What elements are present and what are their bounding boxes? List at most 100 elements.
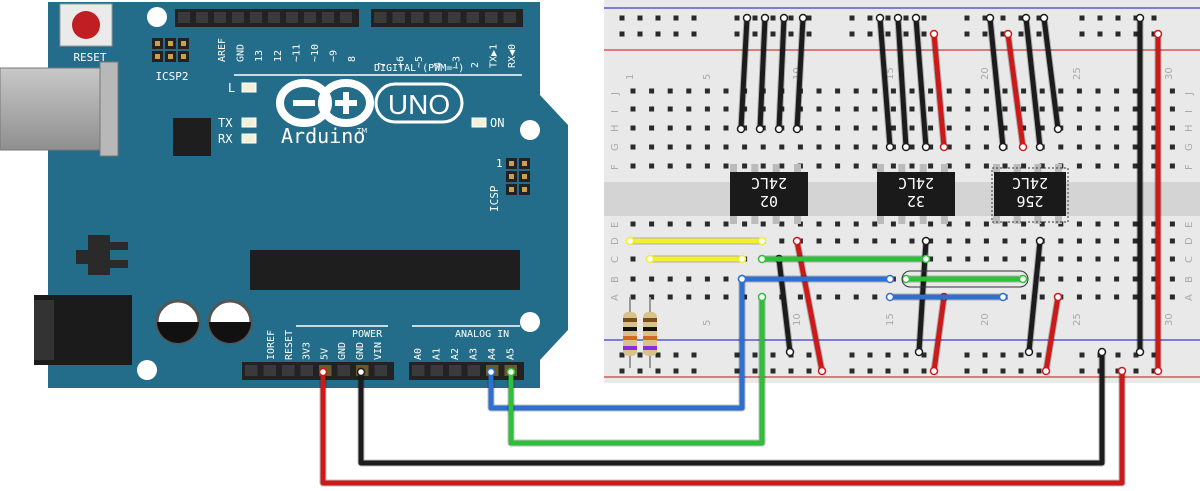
icsp-pin-contact (181, 41, 186, 46)
breadboard-hole (1039, 106, 1045, 112)
digital-pin-label: 13 (254, 50, 265, 62)
digital-pin-label: ~9 (329, 50, 340, 62)
breadboard-hole (1021, 125, 1027, 131)
breadboard-hole (1132, 221, 1138, 227)
breadboard-hole (1076, 144, 1082, 150)
breadboard-hole (1021, 294, 1027, 300)
breadboard-hole (742, 294, 748, 300)
rail-hole (867, 368, 873, 374)
wire-addr-1-end (755, 124, 765, 134)
rail-hole (867, 31, 873, 37)
power-pin-label: GND (355, 342, 366, 360)
wire-addr-3-end (798, 13, 808, 23)
breadboard-hole (723, 276, 729, 282)
wire-pullup-scl-end (645, 254, 655, 264)
breadboard-hole (835, 125, 841, 131)
rail-hole (788, 31, 794, 37)
digital-pin-label: GND (236, 44, 247, 62)
wire-bottom-gnd-3-end (1024, 347, 1034, 357)
breadboard-hole (686, 276, 692, 282)
mount-hole (520, 312, 540, 332)
chip-leg (941, 164, 948, 173)
breadboard-hole (1114, 125, 1120, 131)
row-letter: B (610, 276, 621, 283)
digital-header-right-socket (448, 12, 461, 23)
digital-pin-label: ~6 (396, 56, 407, 68)
breadboard-hole (946, 256, 952, 262)
breadboard-hole (1039, 163, 1045, 169)
rail-hole (1000, 352, 1006, 358)
breadboard-hole (965, 125, 971, 131)
row-letter: E (610, 222, 621, 228)
digital-pin-label: ~5 (414, 56, 425, 68)
breadboard-hole (872, 88, 878, 94)
wire-addr-2 (776, 15, 787, 132)
wire-5v (320, 368, 1125, 486)
breadboard-hole (835, 88, 841, 94)
rail-hole (1079, 368, 1085, 374)
wire-addr-1 (757, 15, 768, 132)
breadboard-hole (686, 125, 692, 131)
rail-hole (903, 352, 909, 358)
breadboard-hole (983, 256, 989, 262)
power-jack (34, 295, 132, 365)
icsp-pin-contact (522, 187, 527, 192)
wire-addr-10 (1023, 15, 1043, 150)
breadboard-hole (686, 144, 692, 150)
breadboard-hole (723, 88, 729, 94)
breadboard-hole (983, 238, 989, 244)
row-letter: C (610, 256, 621, 263)
breadboard-hole (686, 106, 692, 112)
rail-hole (788, 15, 794, 21)
breadboard-hole (797, 144, 803, 150)
wire-bottom-vcc-1 (794, 238, 825, 374)
rail-hole (1133, 368, 1139, 374)
rail-hole (1115, 15, 1121, 21)
breadboard-hole (928, 256, 934, 262)
rail-hole (849, 15, 855, 21)
rail-hole (1079, 15, 1085, 21)
breadboard-hole (890, 125, 896, 131)
breadboard-hole (1151, 106, 1157, 112)
led-on (471, 117, 487, 128)
rail-hole (1151, 15, 1157, 21)
rail-hole (982, 31, 988, 37)
col-number-20-bottom: 20 (980, 313, 991, 326)
wire-5v-end (1117, 366, 1127, 376)
mount-hole (137, 360, 157, 380)
wire-sda-bus-2-end (885, 292, 895, 302)
breadboard-hole (835, 221, 841, 227)
breadboard-hole (1169, 276, 1175, 282)
rail-hole (885, 15, 891, 21)
arduino-tm: TM (356, 127, 367, 135)
uno-badge (374, 82, 464, 124)
wire-sda-bus-2-end (998, 292, 1008, 302)
breadboard-hole (946, 163, 952, 169)
col-number-5: 5 (702, 74, 713, 80)
digital-pin-label: ~10 (310, 44, 321, 62)
rail-hole (1036, 31, 1042, 37)
led-tx-label: TX (218, 116, 233, 130)
analog-pin-label: A5 (506, 348, 517, 360)
breadboard-hole (649, 163, 655, 169)
row-letter: A (610, 294, 621, 301)
rail-hole (752, 31, 758, 37)
rail-hole (885, 31, 891, 37)
breadboard-hole (1114, 256, 1120, 262)
wire-addr-8 (987, 15, 1006, 150)
rail-hole (806, 368, 812, 374)
breadboard-hole (1114, 238, 1120, 244)
breadboard-hole (1095, 125, 1101, 131)
digital-pin-label: 8 (347, 56, 358, 62)
wire-gnd-end (1097, 347, 1107, 357)
chip-leg (877, 164, 884, 173)
wire-addr-5 (895, 15, 909, 150)
pullup-resistor (623, 297, 637, 368)
breadboard-hole (835, 144, 841, 150)
icsp-pin-contact (168, 54, 173, 59)
breadboard-hole (816, 163, 822, 169)
analog-label: ANALOG IN (455, 329, 509, 340)
wire-scl-end (757, 292, 767, 302)
breadboard-hole (667, 276, 673, 282)
rail-hole (752, 15, 758, 21)
